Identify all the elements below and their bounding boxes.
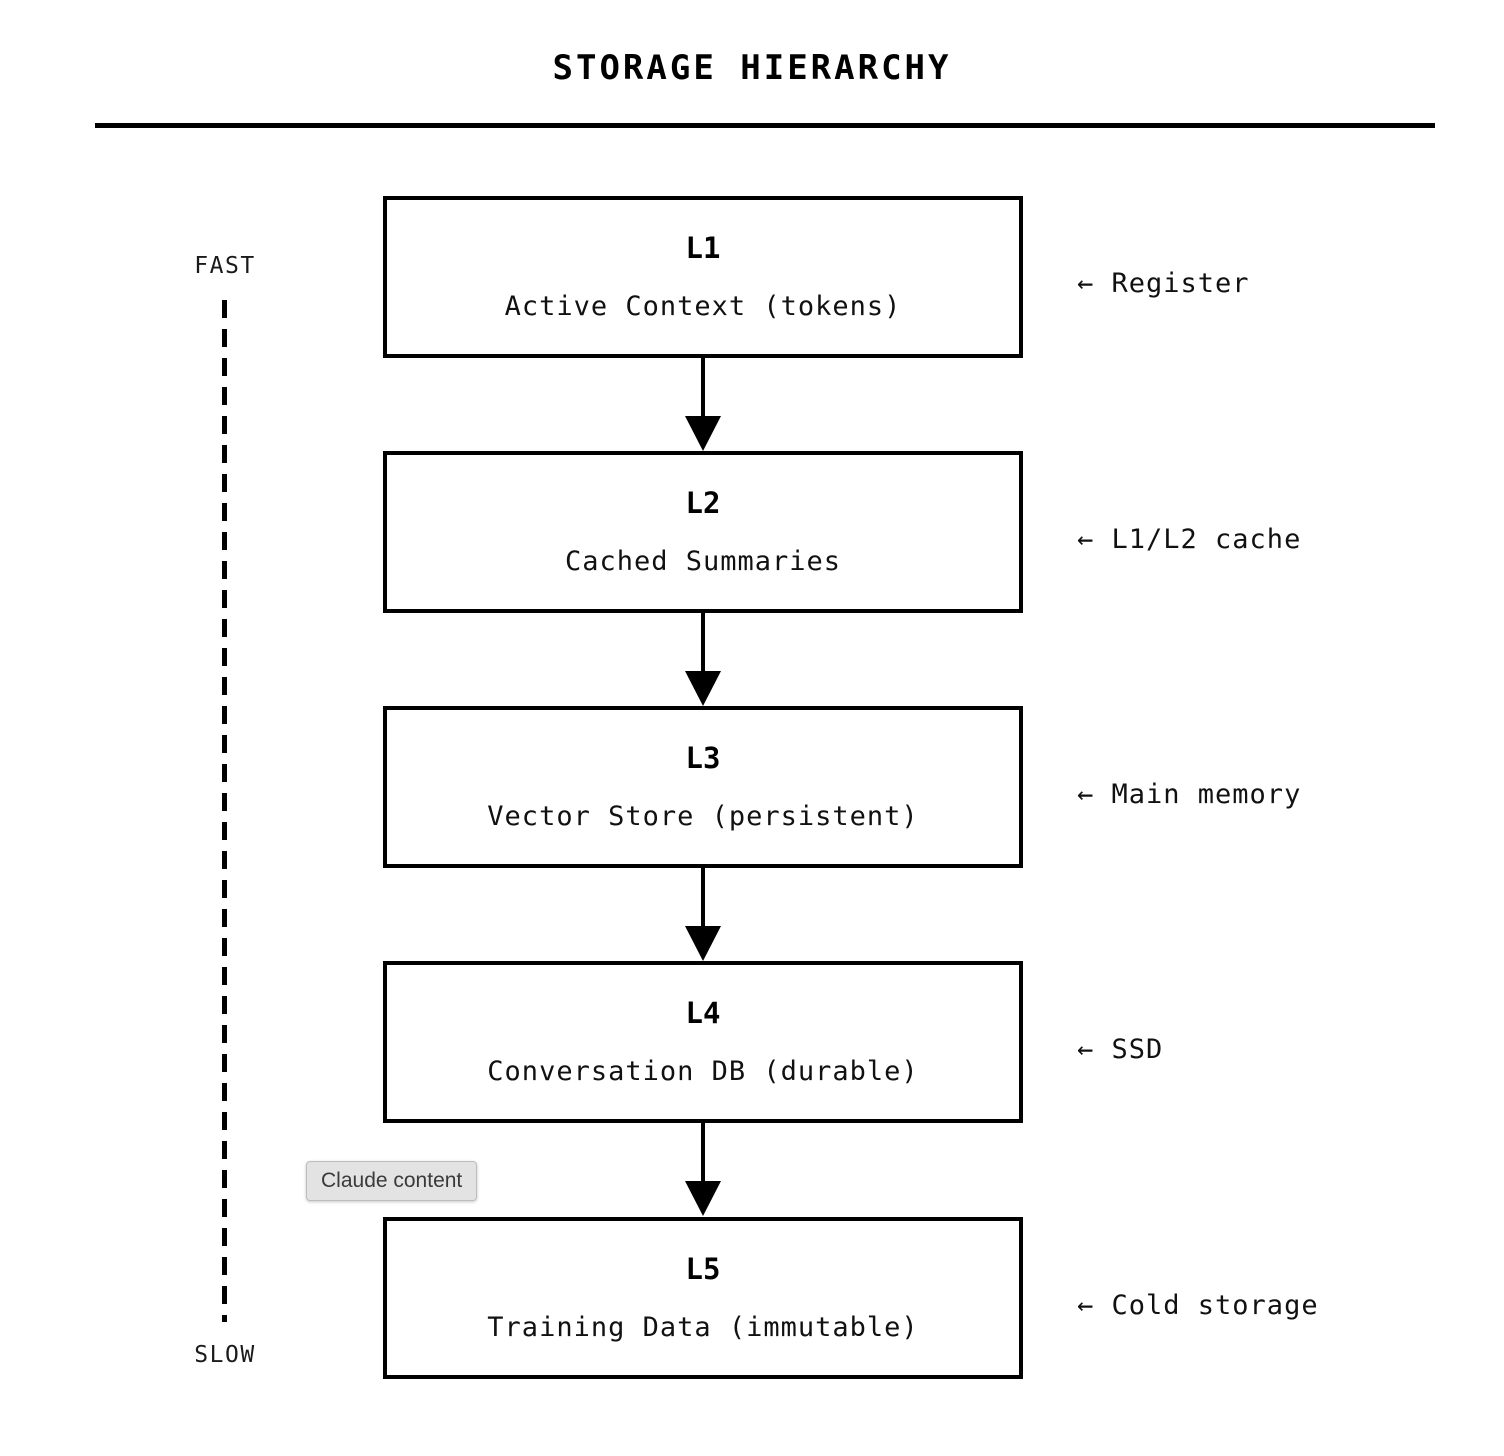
level-description-l3: Vector Store (persistent) [487,801,919,832]
arrow-head-icon [685,671,721,706]
level-description-l2: Cached Summaries [564,546,842,577]
annotation-l5: ← Cold storage [1077,1290,1319,1321]
claude-content-badge[interactable]: Claude content [306,1161,478,1201]
title-divider [95,123,1435,128]
level-name-l5: L5 [685,1252,721,1286]
arrow-shaft [701,1123,705,1185]
arrow-head-icon [685,416,721,451]
annotation-l4: ← SSD [1077,1034,1164,1065]
level-box-l1[interactable]: L1 Active Context (tokens) [383,196,1023,358]
flow-arrow-l4-to-l5 [685,1123,721,1216]
axis-label-slow: SLOW [194,1342,256,1368]
level-name-l3: L3 [685,741,721,775]
level-box-l5[interactable]: L5 Training Data (immutable) [383,1217,1023,1379]
annotation-l2: ← L1/L2 cache [1077,524,1302,555]
arrow-shaft [701,868,705,930]
level-name-l1: L1 [685,231,721,265]
flow-arrow-l3-to-l4 [685,868,721,961]
flow-arrow-l1-to-l2 [685,358,721,451]
level-box-l4[interactable]: L4 Conversation DB (durable) [383,961,1023,1123]
level-name-l4: L4 [685,996,721,1030]
level-description-l4: Conversation DB (durable) [487,1056,919,1087]
level-name-l2: L2 [685,486,721,520]
speed-axis-dashed-line [222,300,227,1322]
flow-arrow-l2-to-l3 [685,613,721,706]
arrow-head-icon [685,1181,721,1216]
level-box-l2[interactable]: L2 Cached Summaries [383,451,1023,613]
arrow-shaft [701,358,705,420]
annotation-l3: ← Main memory [1077,779,1302,810]
arrow-shaft [701,613,705,675]
page-title: STORAGE HIERARCHY [552,48,952,88]
level-box-l3[interactable]: L3 Vector Store (persistent) [383,706,1023,868]
level-description-l5: Training Data (immutable) [487,1312,919,1343]
annotation-l1: ← Register [1077,268,1250,299]
arrow-head-icon [685,926,721,961]
level-description-l1: Active Context (tokens) [504,291,902,322]
axis-label-fast: FAST [194,253,256,279]
